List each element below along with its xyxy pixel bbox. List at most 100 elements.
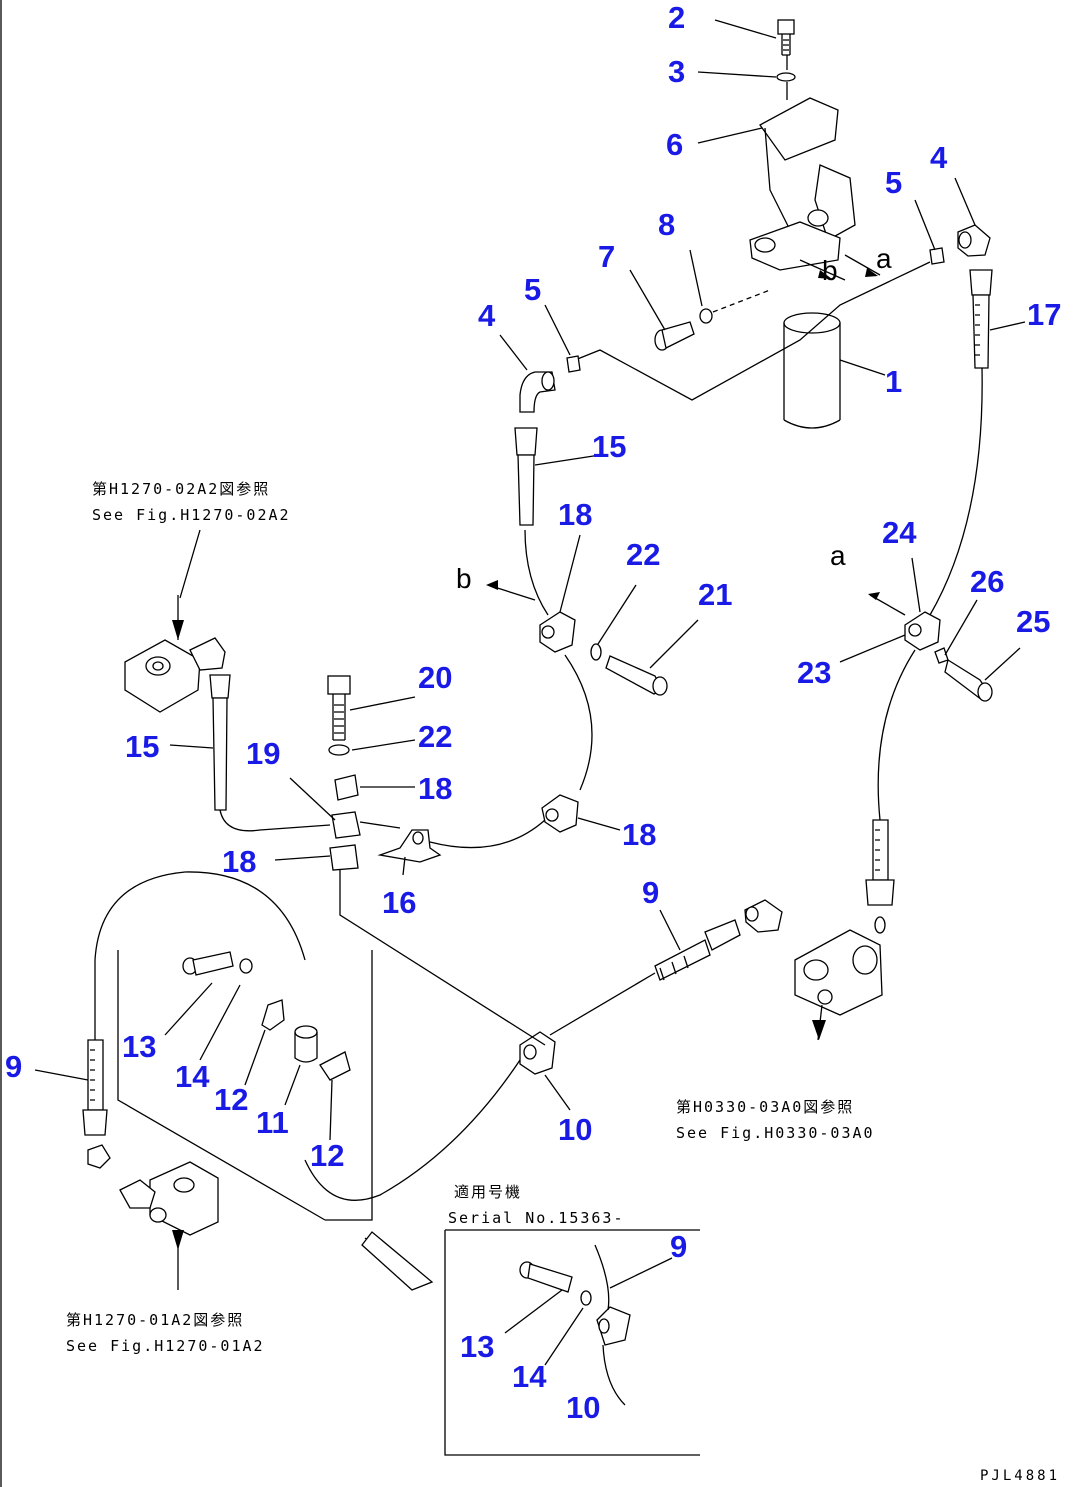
callout-26: 26 — [970, 564, 1004, 599]
callout-9-inset: 9 — [670, 1229, 687, 1264]
tube-to-clamp-16 — [359, 821, 401, 829]
callout-1: 1 — [885, 364, 902, 399]
hose-arc-left — [94, 871, 306, 1040]
leader-lines — [34, 19, 1026, 1366]
clamp-19 — [331, 811, 361, 839]
callout-15-lower: 15 — [125, 729, 159, 764]
callout-13-inset: 13 — [460, 1329, 494, 1364]
ref-note-3-en: See Fig.H1270-01A2 — [66, 1337, 265, 1355]
valve-block-top-left — [124, 595, 226, 713]
callout-4-left: 4 — [478, 298, 496, 333]
clamp-16 — [377, 829, 442, 863]
tube-24-down — [877, 649, 916, 821]
callout-7: 7 — [598, 239, 615, 274]
callout-5-right: 5 — [885, 165, 902, 200]
tube-line-top — [574, 261, 931, 401]
bolt-21 — [605, 655, 668, 696]
callout-22-lower: 22 — [418, 719, 452, 754]
hose-15-lower — [209, 674, 331, 832]
bolt-20 — [327, 675, 351, 741]
callout-4-right: 4 — [930, 140, 948, 175]
ref-note-2-jp: 第H0330-03A0図参照 — [676, 1098, 854, 1116]
washer-22-upper — [590, 643, 602, 661]
bolt-7 — [654, 321, 695, 351]
arrowhead-a-top — [865, 268, 878, 277]
view-letter-a-right: a — [830, 540, 846, 571]
callout-15-upper: 15 — [592, 429, 626, 464]
seal-5-right — [929, 247, 945, 265]
callout-18-stack-top: 18 — [418, 771, 452, 806]
callout-3: 3 — [668, 54, 685, 89]
tube-18-to-18 — [564, 654, 593, 791]
arrowhead-a-right — [868, 592, 880, 600]
arrowhead-b-top — [818, 270, 832, 279]
ref-note-1-jp: 第H1270-02A2図参照 — [92, 480, 270, 498]
callout-18-lower-right: 18 — [622, 817, 656, 852]
inset-box — [444, 1229, 700, 1456]
clamp-18-stack-bottom — [329, 844, 359, 871]
tube-16-to-18 — [429, 819, 546, 849]
hose-9-left — [82, 1039, 108, 1136]
view-letter-b-left: b — [456, 563, 472, 594]
serial-note-en: Serial No.15363- — [448, 1209, 625, 1227]
tube-to-clamp-10 — [304, 1059, 521, 1201]
callout-21: 21 — [698, 577, 732, 612]
callout-14-inset: 14 — [512, 1359, 547, 1394]
elbow-4-right — [957, 224, 991, 257]
inset-arrow — [361, 1231, 434, 1291]
bolt-7-axis — [712, 289, 771, 313]
clamp-10-inset — [596, 1306, 631, 1346]
view-b-arrow — [799, 259, 846, 281]
clamp-18-lower-right — [541, 794, 579, 833]
valve-block-bottom-left — [87, 1144, 219, 1290]
ref-note-3-jp: 第H1270-01A2図参照 — [66, 1311, 244, 1329]
callout-14-left: 14 — [175, 1059, 210, 1094]
washer-8 — [699, 308, 713, 324]
callout-22-upper: 22 — [626, 537, 660, 572]
callout-9-middle: 9 — [642, 875, 659, 910]
seal-5-left — [566, 355, 581, 373]
clamp-18-stack-top — [334, 774, 359, 801]
callout-17: 17 — [1027, 297, 1061, 332]
callout-24: 24 — [882, 515, 917, 550]
callout-18-stack-bottom: 18 — [222, 844, 256, 879]
clip-11 — [294, 1025, 318, 1063]
callout-6: 6 — [666, 127, 683, 162]
clamp-18-upper — [539, 611, 576, 653]
bolt-13-left — [182, 951, 234, 976]
clamp-10-middle — [519, 1031, 556, 1075]
callout-10-inset: 10 — [566, 1390, 600, 1425]
callout-19: 19 — [246, 736, 280, 771]
ref-note-2-en: See Fig.H0330-03A0 — [676, 1124, 875, 1142]
tube-left-lower — [117, 950, 326, 1221]
callout-11: 11 — [256, 1105, 289, 1140]
hose-15-upper — [514, 427, 549, 616]
valve-right — [794, 929, 883, 1041]
callout-18-upper: 18 — [558, 497, 592, 532]
arrowhead-b-left — [486, 580, 498, 590]
callout-12-left: 12 — [214, 1082, 248, 1117]
hose-17 — [929, 269, 993, 616]
drawing-code: PJL4881 — [980, 1468, 1060, 1484]
bracket-12-right — [319, 1051, 351, 1081]
bolt-13-inset — [519, 1261, 573, 1293]
bolt-2 — [777, 19, 795, 56]
washer-14-inset — [580, 1290, 592, 1306]
washer-26 — [934, 647, 949, 664]
callout-12-right: 12 — [310, 1138, 344, 1173]
callout-16: 16 — [382, 885, 416, 920]
callout-20: 20 — [418, 660, 452, 695]
bracket-12-left — [261, 999, 285, 1031]
callout-23: 23 — [797, 655, 831, 690]
elbow-4-left — [519, 371, 556, 413]
washer-14-left — [239, 958, 253, 974]
tube-left-vertical — [325, 950, 373, 1221]
hose-end-right — [865, 819, 895, 934]
callout-25: 25 — [1016, 604, 1050, 639]
ref-note-1-en: See Fig.H1270-02A2 — [92, 506, 291, 524]
tube-inset — [594, 1244, 626, 1406]
callout-2: 2 — [668, 0, 685, 35]
bracket — [749, 97, 856, 271]
